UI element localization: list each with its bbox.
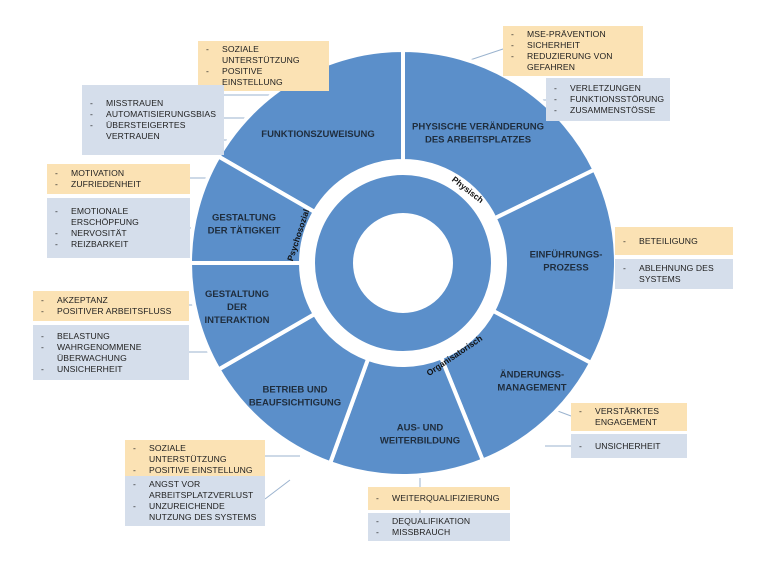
inner-ring-band (315, 175, 491, 351)
box-item: UNZUREICHENDE NUTZUNG DES SYSTEMS (133, 501, 259, 523)
box-item: REIZBARKEIT (55, 239, 184, 250)
box-einfuehrung-negative: ABLEHNUNG DES SYSTEMS (615, 259, 733, 289)
box-item: BETEILIGUNG (623, 236, 698, 247)
box-item: AUTOMATISIERUNGSBIAS (90, 109, 218, 120)
box-list: SOZIALE UNTERSTÜTZUNGPOSITIVE EINSTELLUN… (133, 443, 259, 476)
box-weiterbildung-negative: DEQUALIFIKATIONMISSBRAUCH (368, 513, 510, 541)
segment-physische-veraenderung (401, 47, 598, 221)
box-item: SOZIALE UNTERSTÜTZUNG (133, 443, 259, 465)
segment-funktionszuweisung (215, 47, 405, 215)
box-list: BETEILIGUNG (623, 236, 698, 247)
box-item: BELASTUNG (41, 331, 183, 342)
connector-line (469, 48, 504, 61)
box-list: ANGST VOR ARBEITSPLATZVERLUSTUNZUREICHEN… (133, 479, 259, 523)
box-item: NERVOSITÄT (55, 228, 184, 239)
box-funktionszuweisung-negative: MISSTRAUENAUTOMATISIERUNGSBIASÜBERSTEIGE… (82, 85, 224, 155)
box-item: VERLETZUNGEN (554, 83, 664, 94)
box-betrieb-negative: ANGST VOR ARBEITSPLATZVERLUSTUNZUREICHEN… (125, 476, 265, 526)
box-list: WEITERQUALIFIZIERUNG (376, 493, 500, 504)
box-item: ANGST VOR ARBEITSPLATZVERLUST (133, 479, 259, 501)
box-list: VERLETZUNGENFUNKTIONSSTÖRUNGZUSAMMENSTÖS… (554, 83, 664, 116)
box-item: REDUZIERUNG VON GEFAHREN (511, 51, 637, 73)
box-taetigkeit-positive: MOTIVATIONZUFRIEDENHEIT (47, 164, 190, 194)
box-item: ZUFRIEDENHEIT (55, 179, 141, 190)
box-item: SICHERHEIT (511, 40, 637, 51)
segment-einfuehrungsprozess (490, 166, 618, 366)
box-betrieb-positive: SOZIALE UNTERSTÜTZUNGPOSITIVE EINSTELLUN… (125, 440, 265, 479)
box-item: ZUSAMMENSTÖSSE (554, 105, 664, 116)
box-interaktion-negative: BELASTUNGWAHRGENOMMENE ÜBERWACHUNGUNSICH… (33, 325, 189, 380)
box-item: UNSICHERHEIT (579, 441, 661, 452)
box-item: MOTIVATION (55, 168, 141, 179)
box-item: POSITIVER ARBEITSFLUSS (41, 306, 171, 317)
box-list: ABLEHNUNG DES SYSTEMS (623, 263, 727, 285)
box-aenderung-negative: UNSICHERHEIT (571, 434, 687, 458)
box-item: POSITIVE EINSTELLUNG (133, 465, 259, 476)
box-item: AKZEPTANZ (41, 295, 171, 306)
box-taetigkeit-negative: EMOTIONALE ERSCHÖPFUNGNERVOSITÄTREIZBARK… (47, 198, 190, 258)
box-list: UNSICHERHEIT (579, 441, 661, 452)
box-item: ÜBERSTEIGERTES VERTRAUEN (90, 120, 218, 142)
box-list: AKZEPTANZPOSITIVER ARBEITSFLUSS (41, 295, 171, 317)
box-list: MOTIVATIONZUFRIEDENHEIT (55, 168, 141, 190)
box-item: WAHRGENOMMENE ÜBERWACHUNG (41, 342, 183, 364)
box-physisch-positive: MSE-PRÄVENTIONSICHERHEITREDUZIERUNG VON … (503, 26, 643, 76)
box-item: MSE-PRÄVENTION (511, 29, 637, 40)
box-weiterbildung-positive: WEITERQUALIFIZIERUNG (368, 487, 510, 510)
box-item: VERSTÄRKTES ENGAGEMENT (579, 406, 681, 428)
box-item: WEITERQUALIFIZIERUNG (376, 493, 500, 504)
box-funktionszuweisung-positive: SOZIALE UNTERSTÜTZUNGPOSITIVE EINSTELLUN… (198, 41, 329, 91)
box-list: BELASTUNGWAHRGENOMMENE ÜBERWACHUNGUNSICH… (41, 331, 183, 375)
segment-label-aenderungsmanagement: ÄNDERUNGS-MANAGEMENT (497, 370, 566, 394)
box-item: MISSTRAUEN (90, 98, 218, 109)
box-einfuehrung-positive: BETEILIGUNG (615, 227, 733, 255)
box-interaktion-positive: AKZEPTANZPOSITIVER ARBEITSFLUSS (33, 291, 189, 321)
box-aenderung-positive: VERSTÄRKTES ENGAGEMENT (571, 403, 687, 431)
segment-gestaltung-der-taetigkeit (187, 153, 318, 265)
connector-line (264, 479, 291, 500)
box-item: DEQUALIFIKATION (376, 516, 470, 527)
box-physisch-negative: VERLETZUNGENFUNKTIONSSTÖRUNGZUSAMMENSTÖS… (546, 78, 670, 121)
box-item: POSITIVE EINSTELLUNG (206, 66, 323, 88)
box-item: MISSBRAUCH (376, 527, 470, 538)
segment-label-einfuehrungsprozess: EINFÜHRUNGS-PROZESS (530, 250, 603, 274)
box-item: UNSICHERHEIT (41, 364, 183, 375)
box-item: ABLEHNUNG DES SYSTEMS (623, 263, 727, 285)
box-item: SOZIALE UNTERSTÜTZUNG (206, 44, 323, 66)
box-list: MSE-PRÄVENTIONSICHERHEITREDUZIERUNG VON … (511, 29, 637, 73)
box-item: EMOTIONALE ERSCHÖPFUNG (55, 206, 184, 228)
box-item: FUNKTIONSSTÖRUNG (554, 94, 664, 105)
box-list: DEQUALIFIKATIONMISSBRAUCH (376, 516, 470, 538)
box-list: MISSTRAUENAUTOMATISIERUNGSBIASÜBERSTEIGE… (90, 98, 218, 142)
segment-label-funktionszuweisung: FUNKTIONSZUWEISUNG (261, 129, 374, 140)
box-list: VERSTÄRKTES ENGAGEMENT (579, 406, 681, 428)
box-list: SOZIALE UNTERSTÜTZUNGPOSITIVE EINSTELLUN… (206, 44, 323, 88)
box-list: EMOTIONALE ERSCHÖPFUNGNERVOSITÄTREIZBARK… (55, 206, 184, 250)
